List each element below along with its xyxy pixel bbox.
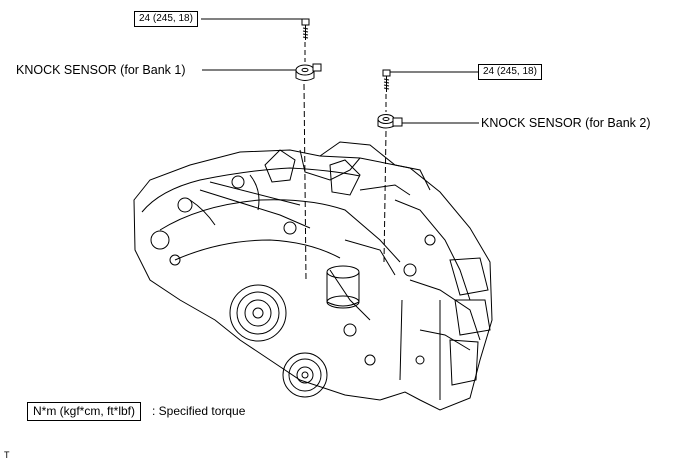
torque-spec-bank1-box: 24 (245, 18) (134, 11, 198, 27)
bolt-2-icon (382, 69, 391, 92)
engine-block (133, 141, 493, 411)
corner-mark: T (4, 450, 10, 460)
knock-sensor-bank2-icon (377, 114, 403, 129)
bolt-1-icon (301, 18, 310, 40)
legend-description: : Specified torque (152, 404, 246, 418)
knock-sensor-bank2-label: KNOCK SENSOR (for Bank 2) (481, 116, 651, 130)
torque-spec-bank2-box: 24 (245, 18) (478, 64, 542, 80)
legend-unit-box: N*m (kgf*cm, ft*lbf) (27, 402, 142, 421)
knock-sensor-bank1-label: KNOCK SENSOR (for Bank 1) (16, 63, 186, 77)
alignment-line-2b (383, 130, 387, 263)
alignment-line-1b (303, 83, 307, 281)
knock-sensor-bank1-icon (295, 63, 322, 81)
